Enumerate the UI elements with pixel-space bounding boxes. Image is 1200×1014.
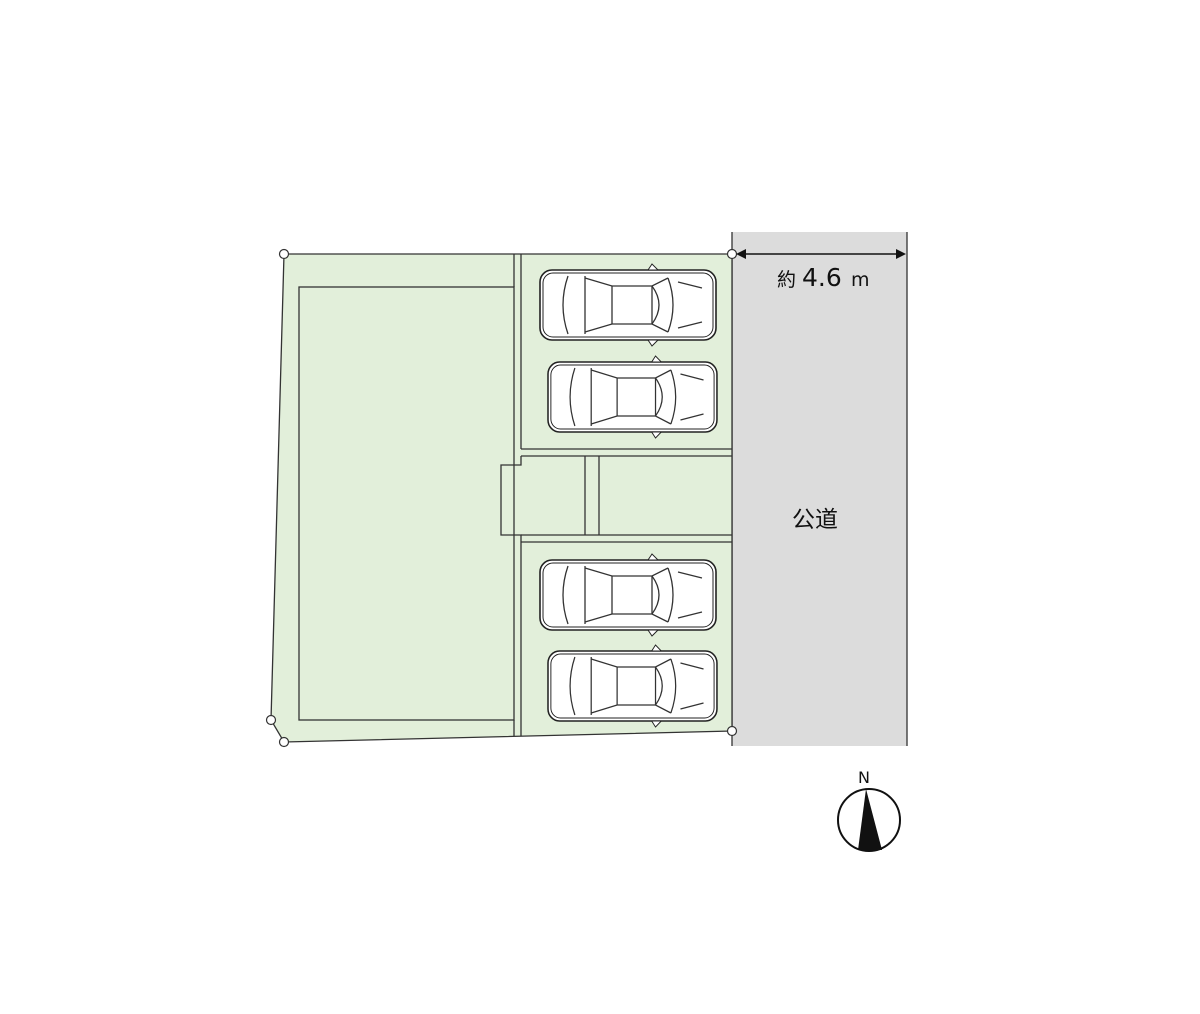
road-width-unit: m: [851, 269, 870, 291]
parking-dividers: [500, 254, 732, 736]
car-icon: [539, 263, 717, 347]
car-icon: [539, 553, 717, 637]
road-width-dimension: 約 4.6 m: [736, 249, 906, 292]
north-label: N: [858, 768, 870, 787]
north-arrow-icon: N: [837, 768, 901, 852]
car-icon: [547, 355, 718, 439]
road-label: 公道: [792, 507, 838, 533]
public-road: [732, 232, 907, 746]
approx-label: 約: [777, 269, 796, 291]
building-footprint: [298, 286, 515, 721]
car-icon: [547, 644, 718, 728]
road-width-value: 4.6: [802, 263, 842, 292]
boundary-markers: [265, 248, 738, 748]
